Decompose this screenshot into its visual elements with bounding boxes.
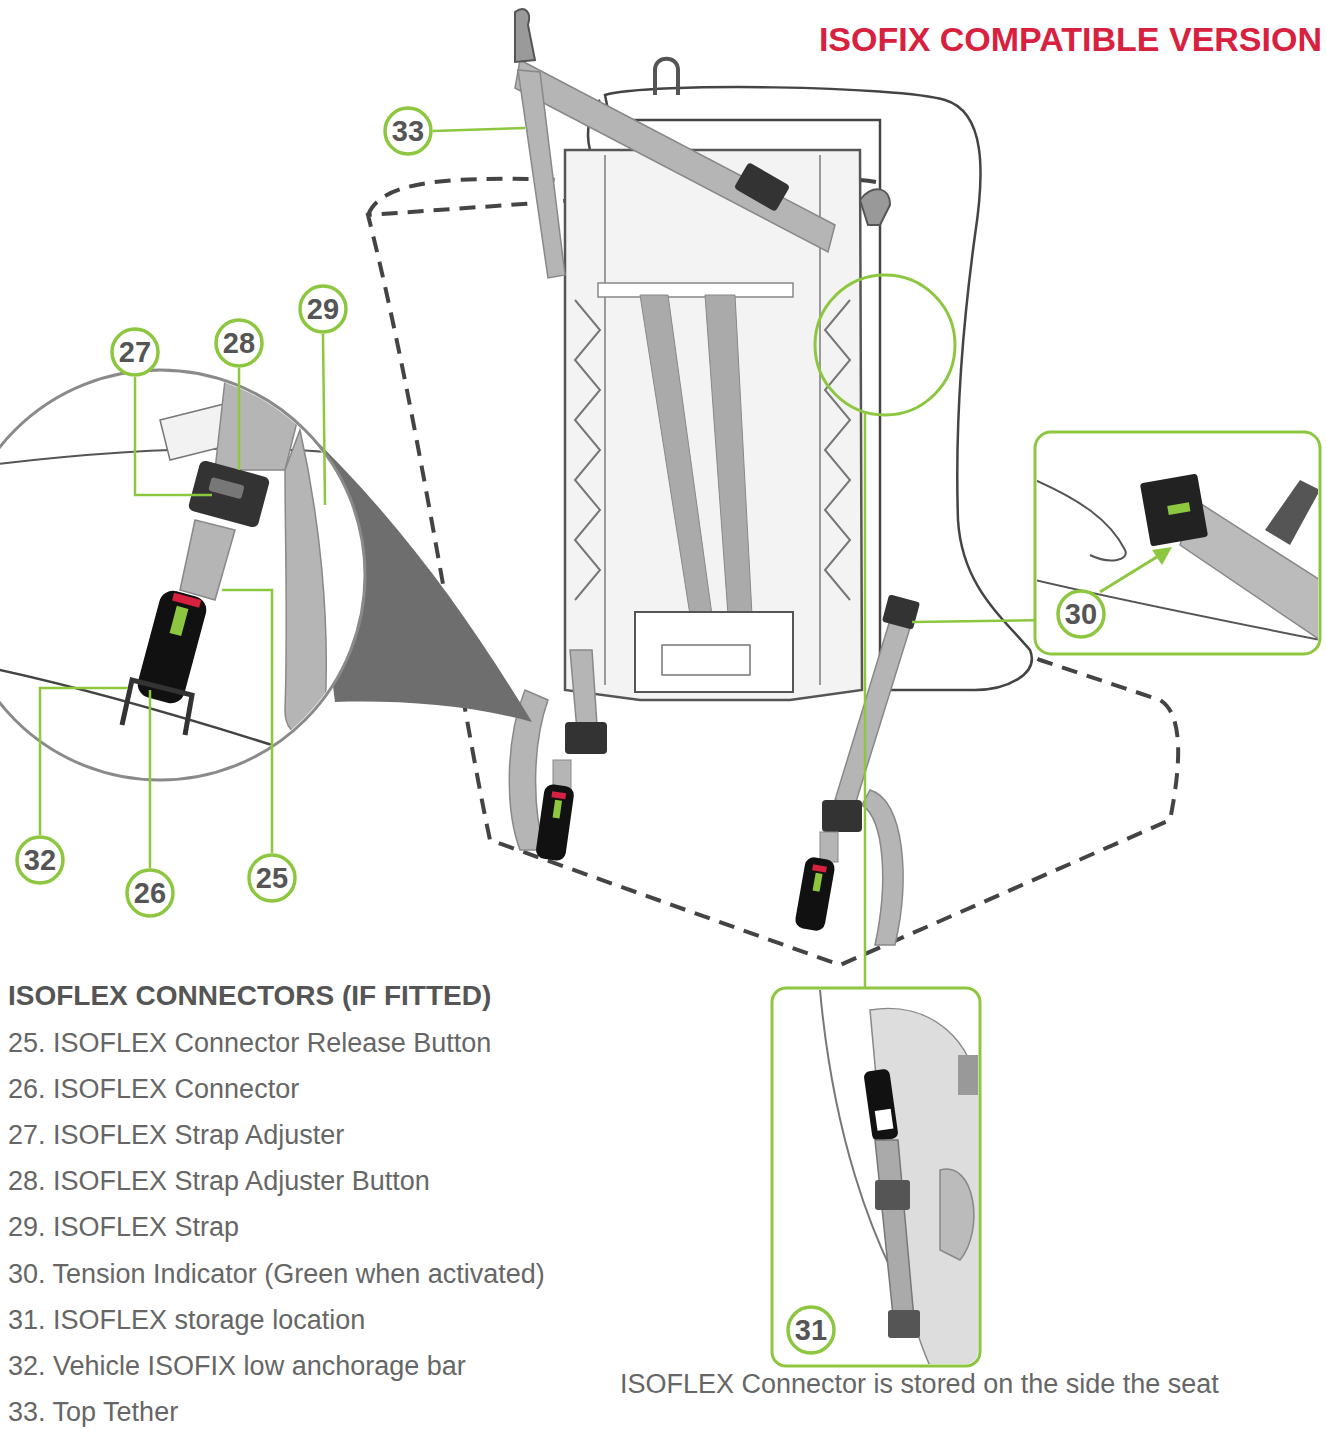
callout-circle: 25 (247, 853, 297, 903)
callout-number: 28 (214, 318, 264, 368)
base-plate (635, 612, 793, 692)
callout-circle: 29 (298, 284, 348, 334)
seat-part (958, 1055, 978, 1095)
list-heading: ISOFLEX CONNECTORS (IF FITTED) (8, 981, 491, 1012)
connector-mark (875, 1109, 894, 1131)
callout-number: 29 (298, 284, 348, 334)
part-list-item: 29. ISOFLEX Strap (8, 1213, 239, 1243)
tether-buckle (734, 162, 791, 212)
strap-part (1265, 480, 1318, 545)
indicator-arrow (1100, 555, 1160, 592)
frame-line (604, 155, 606, 685)
callout-circle: 26 (125, 868, 175, 918)
leader-lines (40, 128, 525, 868)
top-tether-hook (515, 9, 535, 62)
top-tether-strap (515, 60, 835, 252)
connector-indicator (812, 864, 827, 872)
part-list-item: 30. Tension Indicator (Green when activa… (8, 1260, 545, 1290)
strap-adjuster (565, 722, 607, 754)
callout-number: 33 (383, 106, 433, 156)
callout-circle: 27 (110, 327, 160, 377)
callout-circle: 31 (786, 1305, 836, 1355)
frame-struts (575, 300, 600, 600)
top-tether-strap (518, 70, 565, 278)
isoflex-strap (285, 430, 326, 734)
part-list-item: 25. ISOFLEX Connector Release Button (8, 1029, 491, 1059)
tension-indicator (882, 594, 920, 629)
strap-adjuster (875, 1180, 910, 1210)
callout-number: 25 (247, 853, 297, 903)
adjuster-button (208, 477, 244, 499)
callout-number: 31 (786, 1305, 836, 1355)
leader-line (149, 690, 152, 868)
callout-number: 30 (1056, 589, 1106, 639)
leader-line (222, 590, 272, 853)
base-plate-window (662, 645, 750, 675)
part-list-item: 32. Vehicle ISOFIX low anchorage bar (8, 1352, 466, 1382)
tension-indicator (1140, 473, 1208, 546)
leader-line (433, 128, 525, 131)
callout-circle: 30 (1056, 589, 1106, 639)
connector-indicator (172, 593, 201, 608)
isoflex-strap (875, 1140, 915, 1335)
storage-note: ISOFLEX Connector is stored on the side … (620, 1370, 1219, 1400)
isoflex-strap (180, 520, 235, 600)
tether-anchor-loop (655, 59, 678, 95)
callout-number: 27 (110, 327, 160, 377)
part-list-item: 31. ISOFLEX storage location (8, 1306, 365, 1336)
part-list-item: 26. ISOFLEX Connector (8, 1075, 299, 1105)
harness-bar (598, 283, 793, 297)
arrow-head (1152, 547, 1172, 565)
part-list-item: 28. ISOFLEX Strap Adjuster Button (8, 1167, 430, 1197)
leader-line (864, 412, 867, 988)
isoflex-connector (794, 856, 836, 932)
inset-box (1035, 432, 1320, 654)
connector-indicator (551, 791, 566, 799)
isoflex-strap (835, 620, 910, 805)
isoflex-strap (215, 380, 300, 470)
leader-line (135, 377, 212, 495)
diagram-title: ISOFIX COMPATIBLE VERSION (819, 22, 1322, 56)
connector-indicator (170, 606, 189, 636)
leader-line (238, 368, 241, 470)
frame-struts (825, 300, 850, 600)
anchorage-bar (122, 680, 192, 735)
part-list-item: 27. ISOFLEX Strap Adjuster (8, 1121, 344, 1151)
callout-circle: 28 (214, 318, 264, 368)
indicator-green (1167, 502, 1190, 515)
inset-detail (1037, 473, 1318, 640)
inset-detail (820, 990, 978, 1364)
connector-indicator (553, 800, 562, 819)
isoflex-strap (820, 832, 838, 862)
leader-line (40, 688, 128, 835)
strap-adjuster (822, 800, 862, 832)
isoflex-strap (862, 790, 903, 945)
callout-number: 26 (125, 868, 175, 918)
harness-strap (640, 295, 712, 615)
seat-side (870, 1008, 978, 1364)
callout-circle: 33 (383, 106, 433, 156)
tether-clip (860, 189, 890, 225)
inset-box (772, 988, 980, 1366)
strap-clip (888, 1310, 920, 1338)
connector-indicator (813, 873, 823, 892)
part-list-item: 33. Top Tether (8, 1398, 178, 1428)
callout-number: 32 (15, 835, 65, 885)
isoflex-connector (863, 1069, 898, 1142)
magnifier-circle (815, 275, 955, 415)
callout-circle: 32 (15, 835, 65, 885)
harness-strap (705, 295, 752, 615)
isoflex-connector (535, 783, 575, 861)
seat-part (940, 1169, 974, 1260)
seat-edge (1037, 480, 1126, 560)
leader-line (323, 334, 325, 505)
